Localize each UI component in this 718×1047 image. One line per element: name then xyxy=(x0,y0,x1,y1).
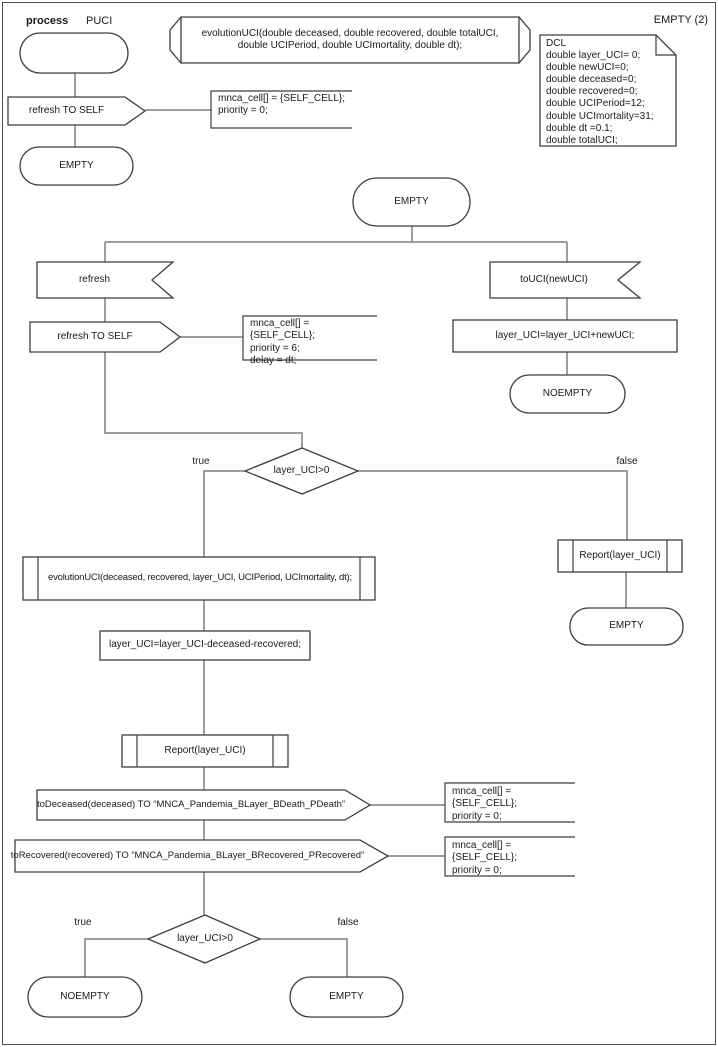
task-subtract-shape xyxy=(99,630,311,661)
dcl-box-fold xyxy=(655,35,676,56)
proc-report-2-shape xyxy=(557,539,683,573)
process-name-label: PUCI xyxy=(86,15,113,27)
state-empty-right-shape xyxy=(569,607,684,646)
input-refresh-label: refresh xyxy=(78,273,111,285)
state-noempty-1-label: NOEMPTY xyxy=(542,387,593,399)
proc-evolution-bars xyxy=(37,557,361,600)
output-torecovered-shape xyxy=(14,839,390,873)
state-empty-2-label: EMPTY xyxy=(394,195,429,207)
comment-3-text: mnca_cell[] = {SELF_CELL}; priority = 0; xyxy=(452,786,518,822)
comment-1-text: mnca_cell[] = {SELF_CELL}; priority = 0; xyxy=(218,93,346,117)
comment-2-bracket xyxy=(242,315,377,361)
output-todeceased-shape xyxy=(36,789,372,821)
proc-evolution-shape xyxy=(22,556,376,601)
decision-1-label: layer_UCI>0 xyxy=(273,464,330,476)
comment-2-text: mnca_cell[] = {SELF_CELL}; priority = 6;… xyxy=(250,318,316,367)
branch-true-1-label: true xyxy=(192,455,210,467)
comment-4-bracket xyxy=(444,836,575,877)
connector-false-1 xyxy=(358,470,628,540)
state-empty-bottom-label: EMPTY xyxy=(329,990,364,1002)
state-empty-bottom-shape xyxy=(289,976,404,1018)
dcl-box-shape xyxy=(539,34,677,147)
task-add-newuci-label: layer_UCI=layer_UCI+newUCI; xyxy=(495,329,635,341)
decision-2-shape xyxy=(146,914,262,964)
comment-4-text: mnca_cell[] = {SELF_CELL}; priority = 0; xyxy=(452,840,518,876)
state-noempty-1-shape xyxy=(509,374,626,414)
state-empty-1-shape xyxy=(19,146,134,186)
state-empty-right-label: EMPTY xyxy=(609,620,644,632)
start-state-shape xyxy=(19,32,129,74)
branch-true-2-label: true xyxy=(74,916,92,928)
branch-false-2-label: false xyxy=(337,916,359,928)
proc-evolution-label: evolutionUCI(deceased, recovered, layer_… xyxy=(48,572,352,584)
flow-connectors xyxy=(74,73,628,977)
connector-true-2 xyxy=(84,938,148,977)
connector-true-1 xyxy=(203,470,245,557)
page-label: EMPTY (2) xyxy=(653,14,708,26)
input-touci-label: toUCI(newUCI) xyxy=(520,273,588,285)
state-empty-2-shape xyxy=(352,177,471,227)
branch-false-1-label: false xyxy=(616,455,638,467)
comment-1-bracket xyxy=(210,90,352,129)
procedure-declaration-shape xyxy=(169,16,531,64)
output-todeceased-label: toDeceased(deceased) TO “MNCA_Pandemia_B… xyxy=(36,798,346,810)
procedure-declaration-text: evolutionUCI(double deceased, double rec… xyxy=(201,27,499,51)
state-noempty-2-label: NOEMPTY xyxy=(60,990,110,1002)
connector xyxy=(104,226,568,262)
comment-3-bracket xyxy=(444,782,575,823)
output-refresh-to-self-1-label: refresh TO SELF xyxy=(28,104,105,116)
connector-false-2 xyxy=(260,938,348,977)
output-refresh-to-self-2-label: refresh TO SELF xyxy=(57,330,133,342)
input-touci-shape xyxy=(489,261,642,299)
task-add-newuci-shape xyxy=(452,319,678,353)
output-refresh-to-self-1-shape xyxy=(7,96,147,126)
process-keyword-label: process xyxy=(26,15,69,27)
state-noempty-2-shape xyxy=(27,976,143,1018)
proc-report-1-label: Report(layer_UCI) xyxy=(164,744,246,756)
proc-report-2-bars xyxy=(572,540,668,572)
proc-report-1-shape xyxy=(121,734,289,768)
decision-1-shape xyxy=(243,447,360,495)
proc-report-1-bars xyxy=(136,735,274,767)
decision-2-label: layer_UCI>0 xyxy=(177,932,233,944)
state-empty-1-label: EMPTY xyxy=(59,159,94,171)
dcl-text: DCL double layer_UCI= 0; double newUCI=0… xyxy=(546,38,654,146)
proc-report-2-label: Report(layer_UCI) xyxy=(579,549,661,561)
task-subtract-label: layer_UCI=layer_UCI-deceased-recovered; xyxy=(108,639,302,651)
output-torecovered-label: toRecovered(recovered) TO “MNCA_Pandemia… xyxy=(10,849,365,861)
input-refresh-shape xyxy=(36,261,175,299)
output-refresh-to-self-2-shape xyxy=(29,321,182,353)
connector xyxy=(104,352,303,448)
